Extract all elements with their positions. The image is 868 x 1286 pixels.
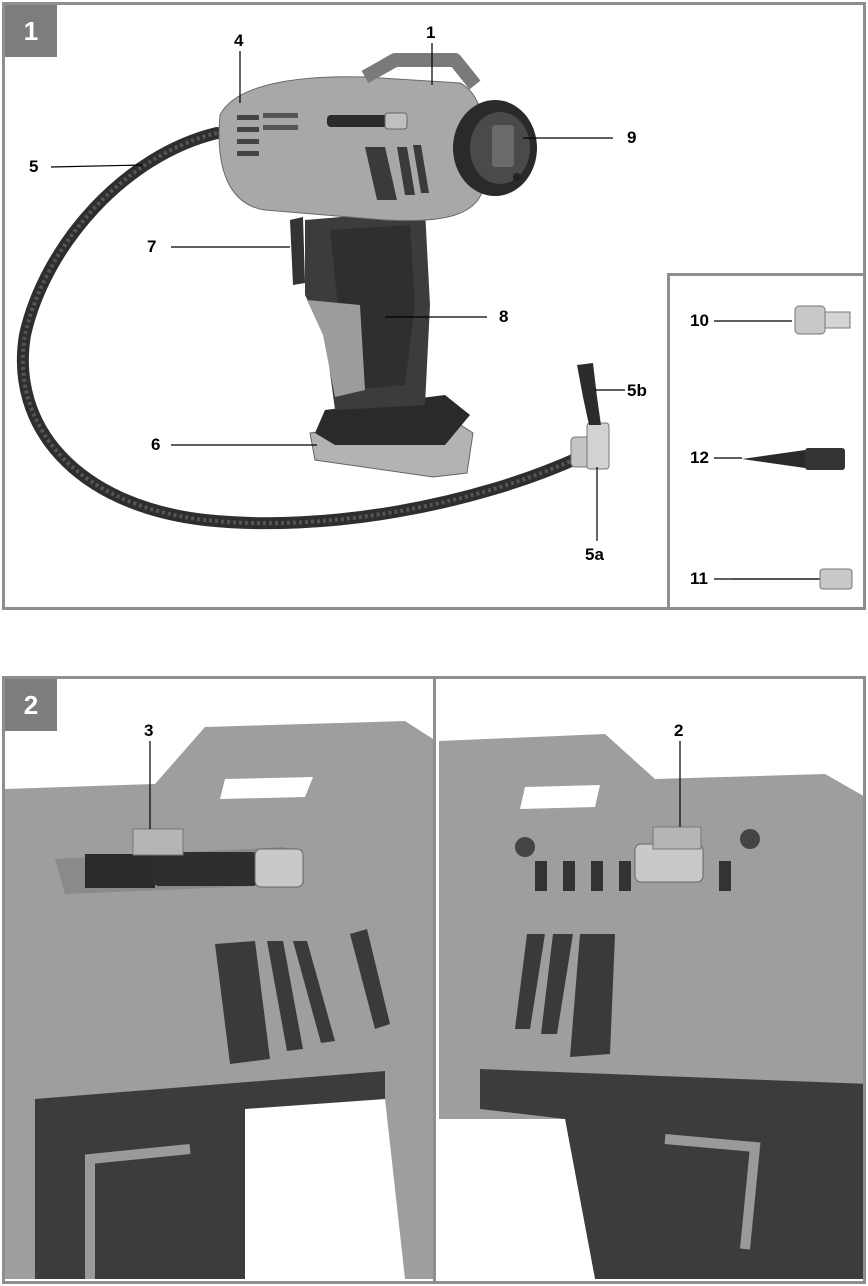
pump-body <box>219 77 487 221</box>
callout-1: 1 <box>426 23 435 43</box>
callout-2: 2 <box>674 721 683 741</box>
digital-display <box>453 100 537 196</box>
callout-6: 6 <box>151 435 160 455</box>
figure-2-panel: 2 <box>2 676 866 1284</box>
callout-5: 5 <box>29 157 38 177</box>
panel-divider <box>433 679 436 1281</box>
needle-11-graphic <box>732 569 852 589</box>
left-closeup <box>5 721 433 1279</box>
callout-8: 8 <box>499 307 508 327</box>
valve-connector <box>571 363 609 469</box>
trigger <box>290 217 305 285</box>
callout-10: 10 <box>690 311 709 331</box>
callout-5b: 5b <box>627 381 647 401</box>
accessories-inset: 10 12 11 <box>667 273 866 610</box>
callout-4: 4 <box>234 31 243 51</box>
callout-9: 9 <box>627 128 636 148</box>
figure-1-number: 1 <box>5 5 57 57</box>
figure-1-panel: 1 <box>2 2 866 610</box>
right-closeup <box>439 734 866 1279</box>
adapter-10-graphic <box>795 306 850 334</box>
callout-5a: 5a <box>585 545 604 565</box>
adapter-12-graphic <box>742 448 845 470</box>
callout-3: 3 <box>144 721 153 741</box>
callout-11: 11 <box>690 569 708 589</box>
figure-2-number: 2 <box>5 679 57 731</box>
callout-12: 12 <box>690 448 709 468</box>
callout-7: 7 <box>147 237 156 257</box>
